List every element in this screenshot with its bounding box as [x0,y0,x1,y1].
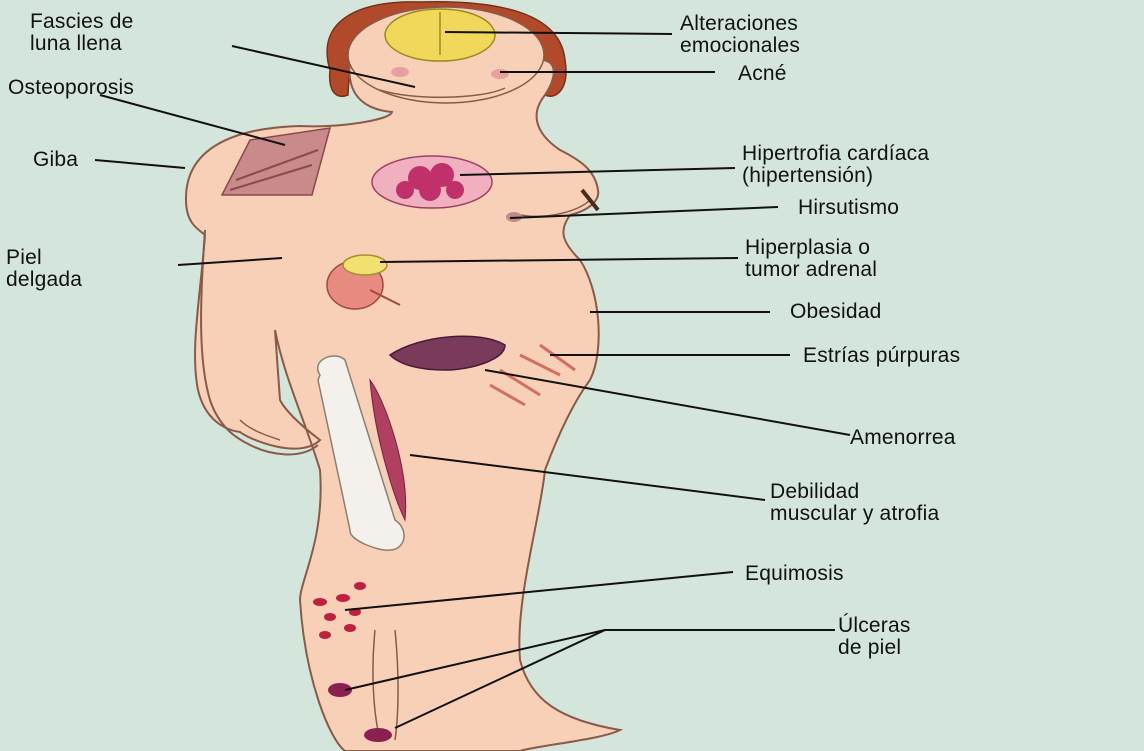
cheek-left [391,67,409,77]
label-ulceras-line1: Úlceras [838,614,911,637]
label-piel-delgada-line1: Piel [6,246,42,269]
label-amenorrea: Amenorrea [850,426,956,449]
label-ulceras-line2: de piel [838,636,901,659]
label-hipertrofia-line1: Hipertrofia cardíaca [742,142,929,165]
label-giba: Giba [33,148,78,171]
label-equimosis: Equimosis [745,562,844,585]
label-hirsutismo: Hirsutismo [798,196,899,219]
label-estrias: Estrías púrpuras [803,344,960,367]
label-debilidad-line2: muscular y atrofia [770,502,939,525]
label-hiperplasia-line1: Hiperplasia o [745,236,870,259]
label-alteraciones-line1: Alteraciones [680,12,798,35]
label-obesidad: Obesidad [790,300,882,323]
label-hiperplasia-line2: tumor adrenal [745,258,877,281]
cheek-right [491,69,509,79]
label-debilidad-line1: Debilidad [770,480,859,503]
label-fascies-line1: Fascies de [30,10,134,33]
label-acne: Acné [738,62,787,85]
label-osteoporosis: Osteoporosis [8,76,134,99]
label-fascies-line2: luna llena [30,32,122,55]
label-alteraciones-line2: emocionales [680,34,800,57]
label-hipertrofia-line2: (hipertensión) [742,164,873,187]
ulcer-lower [364,728,392,742]
label-piel-delgada-line2: delgada [6,268,82,291]
adrenal-gland [343,255,387,275]
